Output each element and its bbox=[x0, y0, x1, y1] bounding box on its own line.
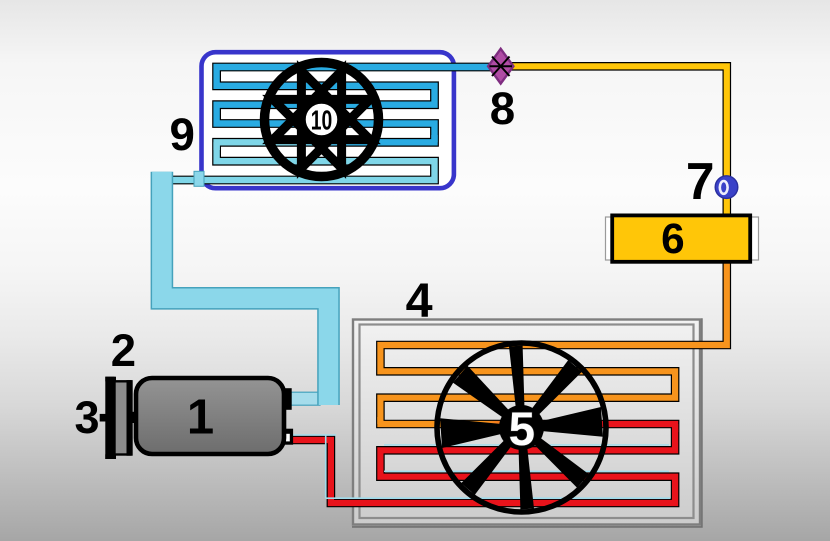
svg-text:8: 8 bbox=[490, 83, 515, 134]
svg-text:2: 2 bbox=[111, 325, 136, 376]
svg-text:10: 10 bbox=[311, 104, 333, 135]
svg-text:7: 7 bbox=[686, 152, 715, 210]
svg-text:6: 6 bbox=[661, 215, 685, 262]
svg-text:5: 5 bbox=[509, 403, 535, 456]
svg-text:4: 4 bbox=[406, 274, 433, 328]
svg-text:1: 1 bbox=[187, 390, 214, 444]
svg-text:3: 3 bbox=[74, 392, 99, 443]
svg-text:9: 9 bbox=[169, 109, 194, 160]
